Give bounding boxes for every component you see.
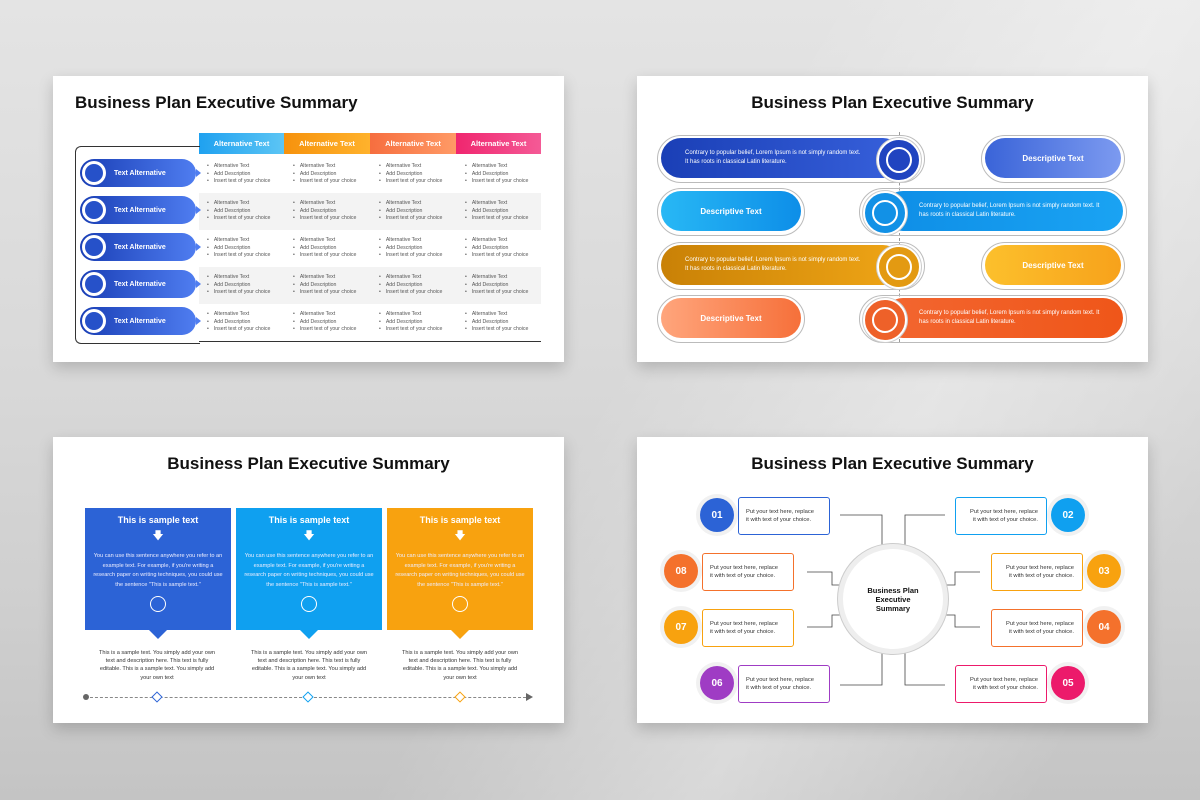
bar-outline	[859, 188, 1127, 236]
caption: This is a sample text. You simply add yo…	[251, 650, 367, 681]
descriptive-pill: Descriptive Text	[985, 245, 1121, 285]
info-box: This is sample text 🡇 You can use this s…	[387, 508, 533, 639]
timeline-marker	[454, 691, 466, 703]
step-number: 08	[664, 554, 698, 588]
pill-outline	[657, 188, 805, 236]
row-label-pill: Text Alternative	[80, 233, 201, 261]
description-bar: Contrary to popular belief, Lorem Ipsum …	[661, 245, 903, 285]
slide-title: Business Plan Executive Summary	[751, 93, 1034, 112]
slide-title: Business Plan Executive Summary	[751, 454, 1034, 473]
arrow-down-icon: 🡇	[152, 530, 164, 542]
bar-outline	[657, 242, 925, 290]
description-bar: Contrary to popular belief, Lorem Ipsum …	[661, 138, 903, 178]
center-circle: Business Plan Executive Summary	[843, 549, 943, 649]
slide-4[interactable]: Business Plan Executive Summary Business…	[637, 437, 1148, 723]
step-number: 05	[1051, 666, 1085, 700]
row-label-pill: Text Alternative	[80, 196, 201, 224]
descriptive-pill: Descriptive Text	[661, 191, 801, 231]
head-icon	[150, 596, 166, 612]
head-icon	[452, 596, 468, 612]
table-row: Alternative TextAdd DescriptionInsert te…	[199, 230, 541, 267]
team-icon	[82, 272, 106, 296]
slide-2[interactable]: Business Plan Executive Summary Contrary…	[637, 76, 1148, 362]
step-label: Put your text here, replace it with text…	[991, 609, 1083, 647]
slide-title: Business Plan Executive Summary	[167, 454, 450, 473]
row-label-pill: Text Alternative	[80, 270, 201, 298]
column-header: Alternative Text	[456, 133, 541, 154]
clipboard-icon	[863, 298, 907, 342]
column-header: Alternative Text	[284, 133, 370, 154]
slide-1[interactable]: Business Plan Executive Summary Alternat…	[53, 76, 564, 362]
step-label: Put your text here, replace it with text…	[702, 553, 794, 591]
table-row: Alternative TextAdd DescriptionInsert te…	[199, 267, 541, 304]
pill-outline	[981, 242, 1125, 290]
column-header: Alternative Text	[370, 133, 456, 154]
pill-outline	[657, 295, 805, 343]
table-row: Alternative TextAdd DescriptionInsert te…	[199, 156, 541, 193]
step-number: 04	[1087, 610, 1121, 644]
step-number: 03	[1087, 554, 1121, 588]
description-bar: Contrary to popular belief, Lorem Ipsum …	[883, 298, 1123, 338]
step-label: Put your text here, replace it with text…	[702, 609, 794, 647]
caption: This is a sample text. You simply add yo…	[402, 650, 518, 681]
gears-icon	[877, 245, 921, 289]
column-header: Alternative Text	[199, 133, 284, 154]
row-label-pill: Text Alternative	[80, 307, 201, 335]
arrow-down-icon: 🡇	[303, 530, 315, 542]
row-label-pill: Text Alternative	[80, 159, 201, 187]
step-number: 07	[664, 610, 698, 644]
descriptive-pill: Descriptive Text	[661, 298, 801, 338]
slide-title: Business Plan Executive Summary	[75, 93, 358, 112]
description-bar: Contrary to popular belief, Lorem Ipsum …	[883, 191, 1123, 231]
connector-lines	[807, 514, 980, 686]
descriptive-pill: Descriptive Text	[985, 138, 1121, 178]
step-label: Put your text here, replace it with text…	[738, 497, 830, 535]
arrow-down-icon: 🡇	[454, 530, 466, 542]
checklist-icon	[863, 191, 907, 235]
network-icon	[82, 198, 106, 222]
step-number: 06	[700, 666, 734, 700]
table-row: Alternative TextAdd DescriptionInsert te…	[199, 304, 541, 342]
table-row: Alternative TextAdd DescriptionInsert te…	[199, 193, 541, 230]
timeline-start-dot	[83, 694, 89, 700]
info-box: This is sample text 🡇 You can use this s…	[85, 508, 231, 639]
step-label: Put your text here, replace it with text…	[991, 553, 1083, 591]
caption: This is a sample text. You simply add yo…	[99, 650, 215, 681]
row-connector-line	[75, 146, 200, 344]
step-number: 01	[700, 498, 734, 532]
timeline-marker	[151, 691, 163, 703]
slide-3[interactable]: Business Plan Executive Summary This is …	[53, 437, 564, 723]
calendar-icon	[82, 309, 106, 333]
timeline-arrow-icon	[526, 693, 533, 701]
list-icon	[82, 235, 106, 259]
timeline-marker	[302, 691, 314, 703]
step-number: 02	[1051, 498, 1085, 532]
gear-person-icon	[877, 138, 921, 182]
info-box: This is sample text 🡇 You can use this s…	[236, 508, 382, 639]
head-icon	[301, 596, 317, 612]
step-label: Put your text here, replace it with text…	[955, 497, 1047, 535]
step-label: Put your text here, replace it with text…	[955, 665, 1047, 703]
timeline-line	[899, 132, 901, 342]
bar-outline	[657, 135, 925, 183]
pill-outline	[981, 135, 1125, 183]
bar-outline	[859, 295, 1127, 343]
document-icon	[82, 161, 106, 185]
step-label: Put your text here, replace it with text…	[738, 665, 830, 703]
